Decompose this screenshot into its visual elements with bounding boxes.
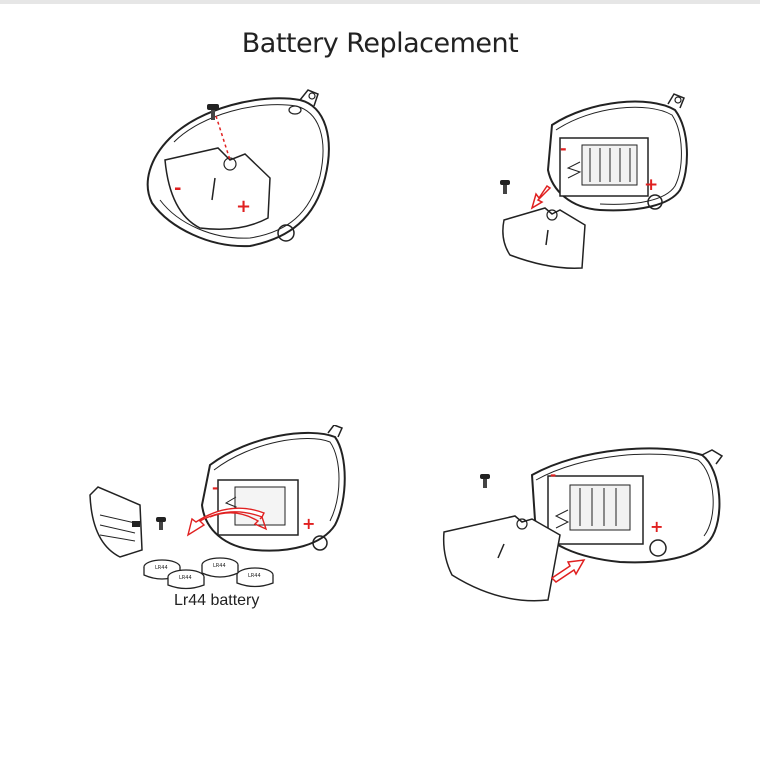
minus-sign: - <box>550 466 556 484</box>
svg-text:LR44: LR44 <box>179 575 192 581</box>
minus-sign: - <box>174 178 181 199</box>
step-3-replace-batteries: - + LR44 LR44 LR44 LR44 <box>89 425 346 590</box>
plus-sign: + <box>236 196 251 217</box>
minus-sign: - <box>212 479 218 497</box>
battery-cell: LR44 <box>201 557 239 578</box>
button-icon <box>277 224 295 242</box>
svg-text:LR44: LR44 <box>248 573 261 579</box>
arrow-insert-icon <box>209 512 268 531</box>
screw-icon <box>480 474 490 488</box>
plus-sign: + <box>644 175 658 195</box>
step-2-remove-cover: - + <box>500 93 688 269</box>
battery-cover <box>442 515 561 602</box>
screw-guide-line <box>215 115 231 161</box>
battery-cell: LR44 <box>167 569 205 590</box>
svg-text:LR44: LR44 <box>213 563 226 569</box>
hanging-loop <box>327 425 344 438</box>
battery-cell: LR44 <box>236 567 274 588</box>
hanging-loop <box>701 449 724 465</box>
battery-compartment <box>547 475 644 545</box>
button-icon <box>649 539 667 557</box>
arrow-inward-icon <box>550 559 586 583</box>
page-title: Battery Replacement <box>241 28 519 59</box>
battery-compartment <box>217 479 299 536</box>
top-rule <box>0 0 760 4</box>
battery-cell: LR44 <box>143 559 181 580</box>
minus-sign: - <box>560 139 567 158</box>
battery-caption: Lr44 battery <box>174 592 260 609</box>
screw-icon <box>207 104 219 120</box>
arrow-outward-icon <box>530 184 552 210</box>
hanging-loop <box>667 93 685 109</box>
button-icon <box>647 194 663 210</box>
button-icon <box>312 535 328 551</box>
battery-compartment <box>559 137 649 197</box>
plus-sign: + <box>302 514 315 533</box>
screw-icon <box>156 517 166 530</box>
hanging-loop <box>299 89 319 107</box>
arrow-remove-icon <box>186 507 265 537</box>
svg-text:LR44: LR44 <box>155 565 168 571</box>
step-4-refit-cover: - + <box>442 447 724 602</box>
battery-cover <box>164 147 271 230</box>
screw-icon <box>500 180 510 194</box>
step-1-remove-screw: - + <box>146 89 330 248</box>
battery-cover <box>502 207 586 269</box>
plus-sign: + <box>650 517 663 536</box>
battery-cover-side-view <box>89 486 143 558</box>
